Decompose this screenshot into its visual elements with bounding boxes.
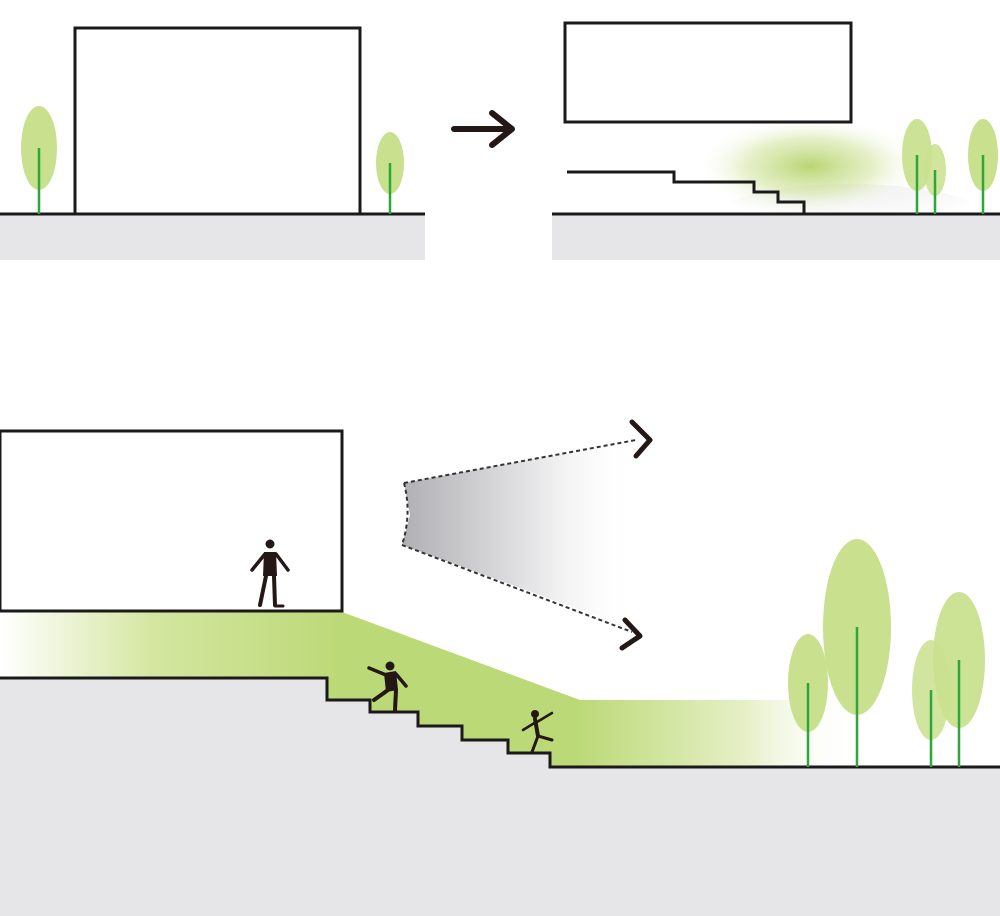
tree-icon (924, 144, 946, 214)
ground-slab (0, 678, 1000, 916)
green-band (578, 700, 860, 767)
ground-line (0, 676, 1000, 769)
tree-icon (21, 106, 57, 214)
tree-icon (376, 132, 404, 214)
before-section (0, 26, 425, 260)
detail-section (0, 419, 1000, 916)
tree-icon (912, 640, 950, 767)
ground-slab (0, 214, 425, 260)
stepped-terrace-line (567, 170, 806, 214)
green-glow (695, 116, 925, 216)
green-slope (327, 612, 580, 767)
building-box (73, 26, 362, 216)
person-standing-icon (250, 539, 290, 608)
raised-building-box (563, 21, 853, 124)
person-climbing-icon (367, 661, 408, 712)
arrow-right-icon (629, 419, 653, 459)
tree-icon (968, 119, 998, 214)
view-cone (401, 439, 637, 633)
tree-icon (823, 539, 891, 767)
tree-icon (788, 634, 828, 767)
arrow-right-icon (451, 110, 515, 148)
after-section (552, 21, 1000, 260)
arrow-right-icon (619, 617, 643, 651)
person-running-icon (521, 710, 554, 754)
building-box (0, 429, 344, 613)
green-band (0, 612, 342, 678)
